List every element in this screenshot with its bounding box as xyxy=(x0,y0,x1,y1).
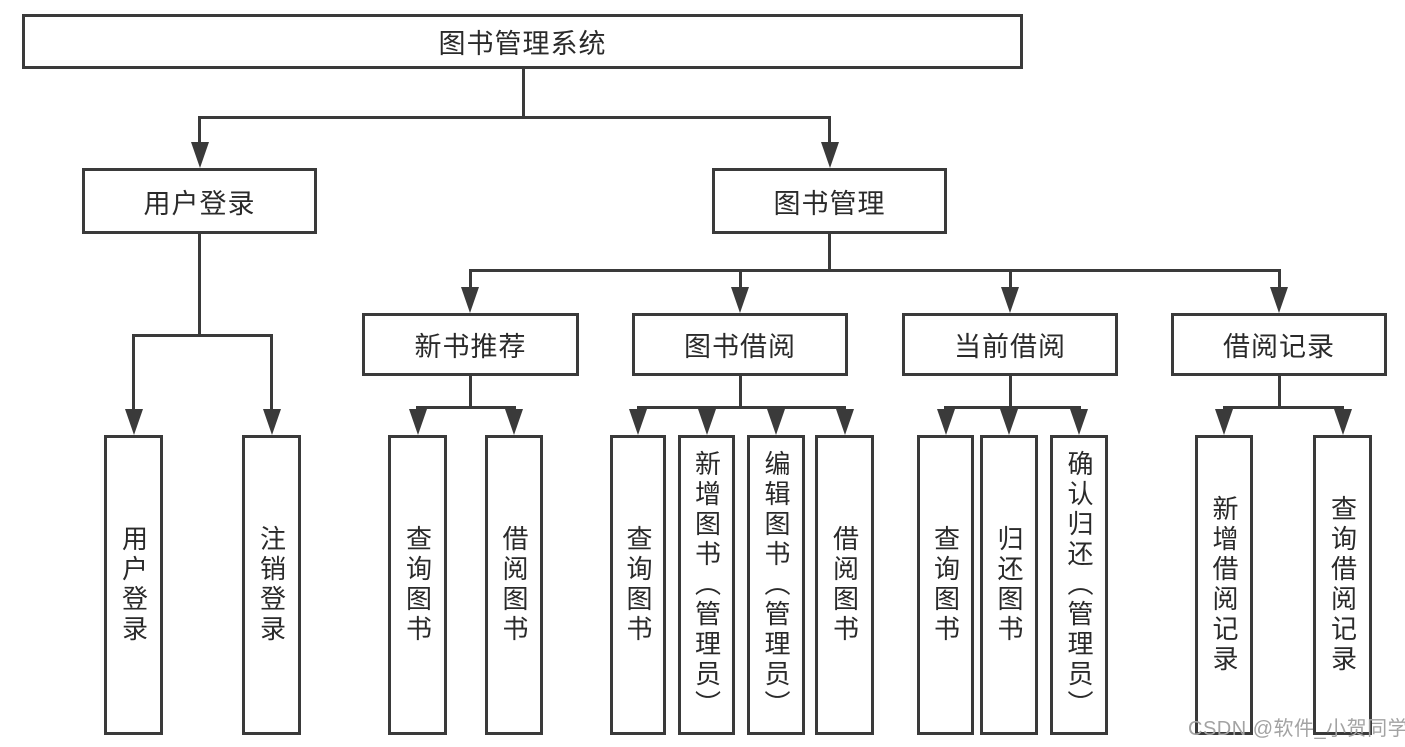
node-user-login: 用户登录 xyxy=(82,168,317,234)
leaf-confirm-return-admin: 确认归还（管理员） xyxy=(1050,435,1108,735)
arrowhead-leaf-query-books-recommend xyxy=(408,409,427,435)
arrowhead-borrowing-records xyxy=(1270,287,1288,313)
leaf-borrow-books-borrowing-label: 借阅图书 xyxy=(829,525,860,645)
arrowhead-user-login xyxy=(190,142,209,168)
arrowhead-book-borrowing xyxy=(731,287,749,313)
arrowhead-leaf-logout xyxy=(262,409,281,435)
leaf-query-books-recommend: 查询图书 xyxy=(388,435,447,735)
arrowhead-book-management xyxy=(820,142,839,168)
leaf-query-books-borrowing: 查询图书 xyxy=(610,435,666,735)
node-book-management-label: 图书管理 xyxy=(773,188,886,219)
leaf-logout-login: 注销登录 xyxy=(242,435,301,735)
leaf-edit-book-admin: 编辑图书（管理员） xyxy=(747,435,805,735)
connector-bookmgmt-rail xyxy=(468,269,1281,272)
node-book-management: 图书管理 xyxy=(712,168,947,234)
connector-bookmgmt-drop-3 xyxy=(1008,269,1012,289)
arrowhead-leaf-query-books-current xyxy=(936,409,955,435)
arrowhead-leaf-borrow-books-recommend xyxy=(505,409,523,435)
connector-userlogin-stem xyxy=(198,234,201,335)
watermark: CSDN @软件_小贺同学 xyxy=(1188,718,1405,740)
node-borrowing-records-label: 借阅记录 xyxy=(1223,332,1335,362)
leaf-edit-book-admin-label: 编辑图书（管理员） xyxy=(761,450,791,720)
leaf-query-books-current: 查询图书 xyxy=(917,435,974,735)
connector-records-rail xyxy=(1222,405,1344,409)
node-new-book-recommendation: 新书推荐 xyxy=(362,313,579,376)
connector-borrowing-rail xyxy=(636,405,846,409)
connector-bookmgmt-drop-2 xyxy=(738,269,742,289)
leaf-query-books-recommend-label: 查询图书 xyxy=(402,525,433,645)
leaf-confirm-return-admin-label: 确认归还（管理员） xyxy=(1064,450,1094,720)
leaf-borrow-books-recommend-label: 借阅图书 xyxy=(499,525,529,645)
leaf-return-books-label: 归还图书 xyxy=(994,525,1024,645)
arrowhead-leaf-query-borrow-record xyxy=(1333,409,1352,435)
arrowhead-leaf-query-books-borrowing xyxy=(629,409,647,435)
connector-current-rail xyxy=(944,405,1081,409)
connector-userlogin-drop-2 xyxy=(270,333,273,411)
node-user-login-label: 用户登录 xyxy=(143,188,256,219)
connector-bookmgmt-drop-4 xyxy=(1277,269,1281,289)
connector-root-drop-right xyxy=(828,115,831,144)
node-new-book-recommendation-label: 新书推荐 xyxy=(414,332,527,362)
arrowhead-current-borrowing xyxy=(1001,287,1019,313)
connector-root-rail xyxy=(198,115,831,119)
arrowhead-new-book-recommendation xyxy=(461,287,479,313)
node-library-system-label: 图书管理系统 xyxy=(438,29,607,59)
arrowhead-leaf-borrow-books-borrowing xyxy=(835,409,854,435)
leaf-add-borrow-record-label: 新增借阅记录 xyxy=(1209,495,1239,675)
connector-records-stem xyxy=(1277,376,1281,409)
leaf-return-books: 归还图书 xyxy=(980,435,1038,735)
leaf-query-borrow-record: 查询借阅记录 xyxy=(1313,435,1372,735)
arrowhead-leaf-confirm-return xyxy=(1070,409,1088,435)
node-current-borrowing-label: 当前借阅 xyxy=(954,332,1066,362)
leaf-query-borrow-record-label: 查询借阅记录 xyxy=(1327,495,1358,675)
leaf-add-book-admin: 新增图书（管理员） xyxy=(678,435,735,735)
leaf-add-borrow-record: 新增借阅记录 xyxy=(1195,435,1253,735)
node-book-borrowing-label: 图书借阅 xyxy=(684,332,796,362)
connector-bookmgmt-stem xyxy=(828,234,831,271)
node-current-borrowing: 当前借阅 xyxy=(902,313,1118,376)
arrowhead-leaf-add-borrow-record xyxy=(1215,409,1233,435)
connector-recommend-rail xyxy=(416,405,516,409)
leaf-user-login: 用户登录 xyxy=(104,435,163,735)
connector-current-stem xyxy=(1008,376,1012,409)
connector-userlogin-drop-1 xyxy=(132,333,135,411)
leaf-query-books-current-label: 查询图书 xyxy=(930,525,961,645)
connector-bookmgmt-drop-1 xyxy=(468,269,472,289)
node-library-system: 图书管理系统 xyxy=(22,14,1023,69)
connector-recommend-stem xyxy=(468,376,472,409)
leaf-borrow-books-recommend: 借阅图书 xyxy=(485,435,543,735)
connector-borrowing-stem xyxy=(738,376,742,409)
connector-root-drop-left xyxy=(198,115,201,144)
leaf-logout-login-label: 注销登录 xyxy=(256,525,287,645)
node-borrowing-records: 借阅记录 xyxy=(1171,313,1387,376)
leaf-borrow-books-borrowing: 借阅图书 xyxy=(815,435,874,735)
leaf-user-login-label: 用户登录 xyxy=(118,525,149,645)
leaf-add-book-admin-label: 新增图书（管理员） xyxy=(691,450,722,720)
arrowhead-leaf-add-book xyxy=(697,409,716,435)
arrowhead-leaf-return-books xyxy=(1000,409,1018,435)
connector-userlogin-rail xyxy=(132,333,273,337)
arrowhead-leaf-edit-book xyxy=(767,409,785,435)
arrowhead-leaf-user-login xyxy=(124,409,143,435)
leaf-query-books-borrowing-label: 查询图书 xyxy=(623,525,653,645)
connector-root-stem xyxy=(521,69,525,117)
node-book-borrowing: 图书借阅 xyxy=(632,313,848,376)
